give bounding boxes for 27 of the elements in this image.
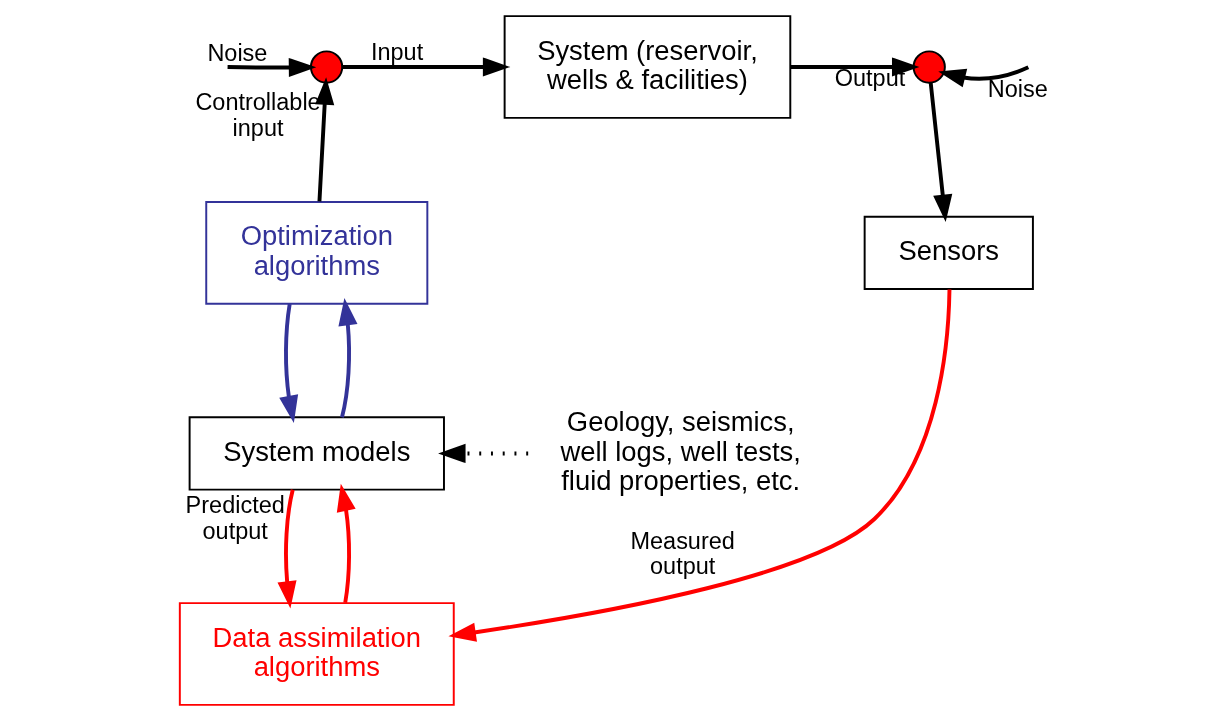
node-box: System models [188,416,445,491]
node-circle [912,50,946,84]
edge-label: Noise [987,76,1048,103]
edge-label: Input [370,39,423,66]
arrow [447,289,951,642]
arrow [277,489,297,609]
arrow [937,65,1029,88]
arrow [437,443,528,464]
edge-label: Controllable input [194,89,321,141]
arrow [928,82,952,223]
arrow [790,57,919,77]
arrow [314,77,334,202]
node-box: Data assimilation algorithms [178,602,455,706]
edge-label: Measured output [629,527,735,580]
arrow [227,57,316,78]
arrow [336,483,356,603]
node-circle [309,50,343,84]
edge-label: Output [834,64,905,91]
node-box: Optimization algorithms [204,201,428,305]
edge-label: Noise [206,39,267,66]
arrow [278,303,298,423]
node-box: System (reservoir, wells & facilities) [503,15,791,119]
edge-label: Predicted output [185,492,285,544]
arrow [341,57,510,77]
arrow [337,298,357,418]
node-text: Geology, seismics, well logs, well tests, fluid properties, etc. [560,406,801,497]
node-box: Sensors [863,215,1034,291]
